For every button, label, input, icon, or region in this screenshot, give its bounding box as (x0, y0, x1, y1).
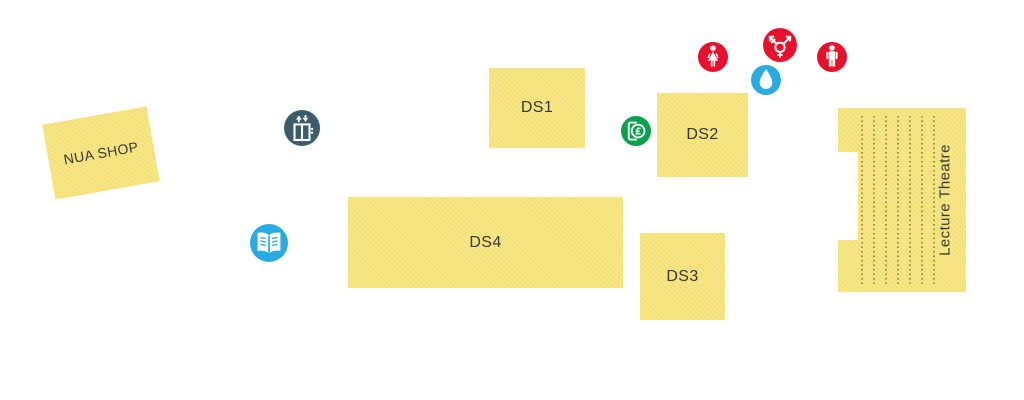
room-label: DS4 (469, 233, 502, 251)
pound-atm-icon: £ (627, 121, 646, 141)
all-gender-toilet-marker (763, 28, 797, 62)
male-icon (826, 45, 838, 67)
seat-rows (861, 116, 935, 284)
elevator-icon (293, 115, 314, 142)
room-ds3: DS3 (640, 233, 725, 320)
room-label: DS1 (520, 99, 554, 116)
water-drop-icon (759, 69, 773, 89)
open-book-icon (257, 232, 281, 254)
room-lecture-theatre: Lecture Theatre (838, 108, 966, 292)
lift-marker (284, 110, 320, 146)
mens-toilet-marker (817, 42, 847, 72)
room-ds1: DS1 (489, 68, 585, 148)
womens-toilet-marker (698, 42, 728, 72)
room-label: DS3 (666, 267, 699, 285)
room-ds2: DS2 (657, 93, 748, 177)
library-marker (250, 224, 288, 262)
water-fountain-marker (751, 65, 781, 95)
transgender-icon (768, 35, 792, 58)
room-ds4: DS4 (348, 197, 623, 288)
female-icon (707, 45, 719, 67)
room-label: DS2 (686, 126, 719, 143)
svg-text:£: £ (635, 126, 642, 137)
cash-machine-marker: £ (621, 116, 651, 146)
